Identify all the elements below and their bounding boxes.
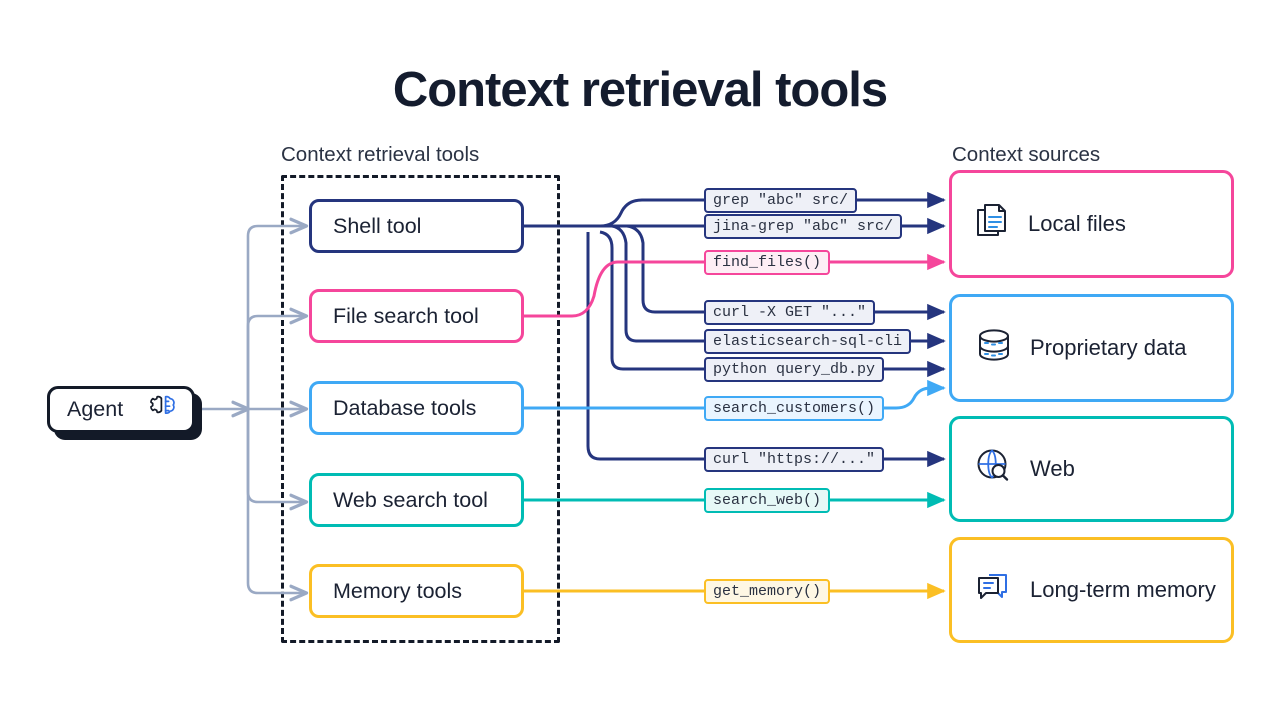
cmd-curl-get: curl -X GET "...": [704, 300, 876, 325]
brain-gear-icon: [149, 394, 178, 425]
cmd-grep: grep "abc" src/: [704, 188, 858, 213]
web-search-tool-label: Web search tool: [333, 487, 488, 512]
tools-group-label: Context retrieval tools: [281, 143, 480, 166]
agent-fanout: [197, 226, 306, 593]
file-search-tool-label: File search tool: [333, 303, 479, 328]
wire-agent-memory: [246, 407, 306, 593]
cmd-python-query-db: python query_db.py: [704, 357, 885, 382]
cmd-curl-https-text: curl "https://...": [713, 451, 876, 468]
agent-label: Agent: [67, 397, 124, 421]
memory-tools[interactable]: Memory tools: [309, 564, 524, 618]
database-tools-label: Database tools: [333, 395, 477, 420]
cmd-search-customers: search_customers(): [704, 396, 885, 421]
chat-memory-icon: [976, 570, 1012, 610]
web-search-tool[interactable]: Web search tool: [309, 473, 524, 527]
cmd-curl-https: curl "https://...": [704, 447, 885, 472]
wire-agent-file-search: [246, 316, 306, 411]
cmd-get-memory: get_memory(): [704, 579, 831, 604]
wire-searchcustomers-proprietary: [869, 379, 946, 410]
wire-shell-curl-https: [586, 232, 704, 461]
cmd-grep-text: grep "abc" src/: [713, 192, 849, 209]
cmd-search-web-text: search_web(): [713, 492, 822, 509]
page-title: Context retrieval tools: [392, 63, 888, 117]
shell-wires: [524, 198, 704, 461]
source-proprietary-data-label: Proprietary data: [1030, 335, 1187, 360]
source-web[interactable]: Web: [949, 416, 1234, 522]
cmd-jina-grep-text: jina-grep "abc" src/: [713, 218, 894, 235]
wire-agent-shell: [246, 226, 306, 411]
cmd-get-memory-text: get_memory(): [713, 583, 822, 600]
source-local-files-label: Local files: [1028, 211, 1126, 236]
cmd-find-files: find_files(): [704, 250, 831, 275]
memory-tools-label: Memory tools: [333, 578, 463, 603]
wire-shell-elastic: [611, 224, 704, 343]
cmd-search-customers-text: search_customers(): [713, 400, 876, 417]
shell-tool[interactable]: Shell tool: [309, 199, 524, 253]
cmd-find-files-text: find_files(): [713, 254, 822, 271]
sources-group-label: Context sources: [952, 143, 1101, 166]
globe-search-icon: [976, 448, 1012, 490]
source-long-term-memory[interactable]: Long-term memory: [949, 537, 1234, 643]
source-local-files[interactable]: Local files: [949, 170, 1234, 278]
database-icon: [976, 328, 1012, 368]
cmd-elasticsearch-text: elasticsearch-sql-cli: [713, 333, 903, 350]
wire-shell-python: [599, 230, 704, 371]
cmd-curl-get-text: curl -X GET "...": [713, 304, 867, 321]
wire-shell-curl-get: [626, 224, 704, 314]
cmd-jina-grep: jina-grep "abc" src/: [704, 214, 903, 239]
database-tools[interactable]: Database tools: [309, 381, 524, 435]
documents-icon: [976, 203, 1010, 245]
wire-agent-web-search: [246, 407, 306, 502]
file-search-tool[interactable]: File search tool: [309, 289, 524, 343]
source-long-term-memory-label: Long-term memory: [1030, 577, 1216, 602]
source-proprietary-data[interactable]: Proprietary data: [949, 294, 1234, 402]
agent-badge[interactable]: Agent: [47, 386, 195, 433]
file-search-wires: [524, 260, 704, 318]
cmd-elasticsearch: elasticsearch-sql-cli: [704, 329, 912, 354]
cmd-python-query-db-text: python query_db.py: [713, 361, 876, 378]
cmd-search-web: search_web(): [704, 488, 831, 513]
source-web-label: Web: [1030, 456, 1075, 481]
wire-shell-grep: [599, 198, 704, 228]
shell-tool-label: Shell tool: [333, 213, 422, 238]
